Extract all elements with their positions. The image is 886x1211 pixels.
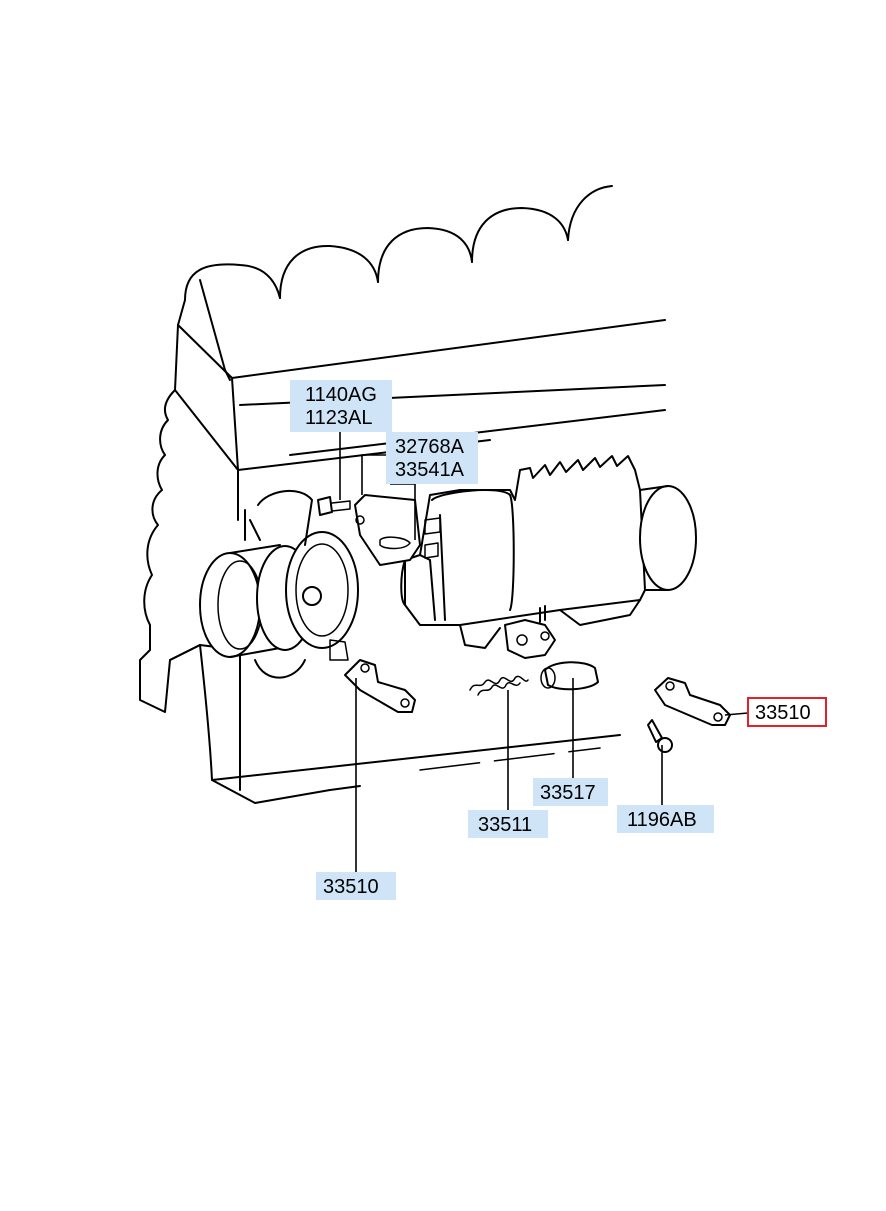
label-1140AG-text: 1140AG bbox=[305, 384, 377, 406]
engine-block-drawing bbox=[139, 185, 731, 804]
label-33510-right-highlighted[interactable]: 33510 bbox=[747, 697, 827, 727]
leader-32768A bbox=[361, 454, 386, 495]
label-33511[interactable]: 33511 bbox=[468, 810, 548, 838]
label-32768A-text: 32768A bbox=[395, 436, 465, 458]
label-33517[interactable]: 33517 bbox=[533, 778, 608, 806]
label-1196AB-text: 1196AB bbox=[627, 809, 697, 831]
label-1196AB[interactable]: 1196AB bbox=[617, 805, 714, 833]
label-1140AG[interactable]: 1140AG 1123AL bbox=[290, 380, 392, 432]
leader-lines bbox=[339, 432, 749, 872]
label-33510-left-text: 33510 bbox=[323, 876, 379, 898]
label-32768A[interactable]: 32768A 33541A bbox=[386, 432, 478, 484]
label-33510-right-text: 33510 bbox=[755, 702, 811, 724]
part-labels: 1140AG 1123AL 32768A 33541A 33510 33511 … bbox=[290, 380, 827, 900]
label-1123AL-text: 1123AL bbox=[305, 407, 372, 429]
label-33517-text: 33517 bbox=[540, 782, 596, 804]
label-33511-text: 33511 bbox=[478, 814, 532, 836]
leader-33510-right bbox=[724, 712, 749, 716]
label-33510-left[interactable]: 33510 bbox=[316, 872, 396, 900]
label-33541A-text: 33541A bbox=[395, 459, 465, 481]
